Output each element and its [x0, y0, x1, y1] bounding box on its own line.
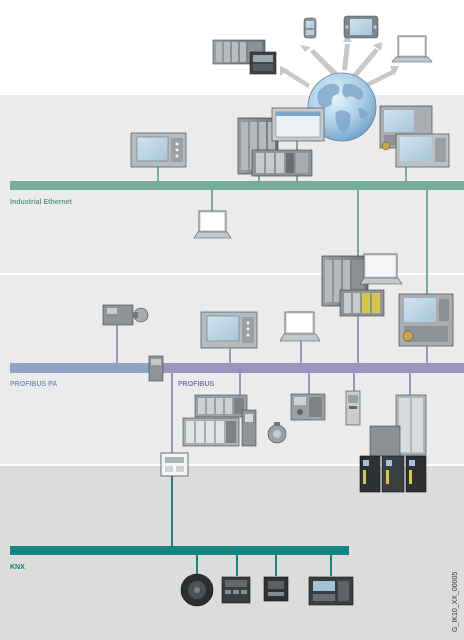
plc-rack-icon	[321, 255, 385, 317]
knx-device-icon	[180, 573, 214, 607]
laptop-icon	[359, 253, 403, 285]
globe-icon	[307, 72, 377, 142]
laptop-icon	[391, 35, 433, 63]
laptop-icon	[193, 210, 232, 239]
knx-label: KNX	[10, 564, 25, 571]
industrial-ethernet-bus	[10, 181, 464, 190]
knx-drops	[171, 476, 332, 576]
knx-device-icon	[263, 576, 289, 602]
figure-code-label: G_IK10_XX_00005	[452, 572, 459, 632]
profibus-drops-up	[116, 316, 428, 363]
knx-device-icon	[221, 576, 251, 604]
industrial-ethernet-label: Industrial Ethernet	[10, 199, 73, 206]
hmi-panel-icon	[130, 132, 187, 168]
hmi-panel-icon	[200, 311, 258, 349]
profibus-pa-label: PROFIBUS PA	[10, 381, 57, 388]
drive-cabinet-icon	[359, 394, 427, 493]
hmi-panel-icon	[379, 105, 450, 168]
plc-rack-icon	[212, 39, 277, 75]
valve-positioner-icon	[102, 304, 149, 326]
mobile-panel-icon	[343, 15, 379, 39]
profibus-drops-down	[171, 373, 411, 455]
profibus-label: PROFIBUS	[178, 381, 215, 388]
distributed-io-icon	[182, 394, 257, 447]
industrial-pc-icon	[271, 107, 325, 142]
knx-device-icon	[308, 576, 354, 606]
cnc-panel-icon	[398, 293, 454, 347]
knx-bus	[10, 546, 349, 555]
soft-starter-icon	[345, 390, 361, 426]
profibus-bus	[150, 363, 464, 373]
internet-arrows	[280, 34, 399, 89]
profibus-pa-bus	[10, 363, 150, 373]
plc-rack-icon	[237, 117, 313, 177]
gateway-icon	[160, 452, 189, 477]
laptop-icon	[279, 311, 321, 342]
mobile-phone-icon	[303, 17, 317, 39]
sensor-icon	[267, 422, 287, 444]
coupler-icon	[148, 355, 164, 382]
drive-controller-icon	[290, 393, 326, 421]
